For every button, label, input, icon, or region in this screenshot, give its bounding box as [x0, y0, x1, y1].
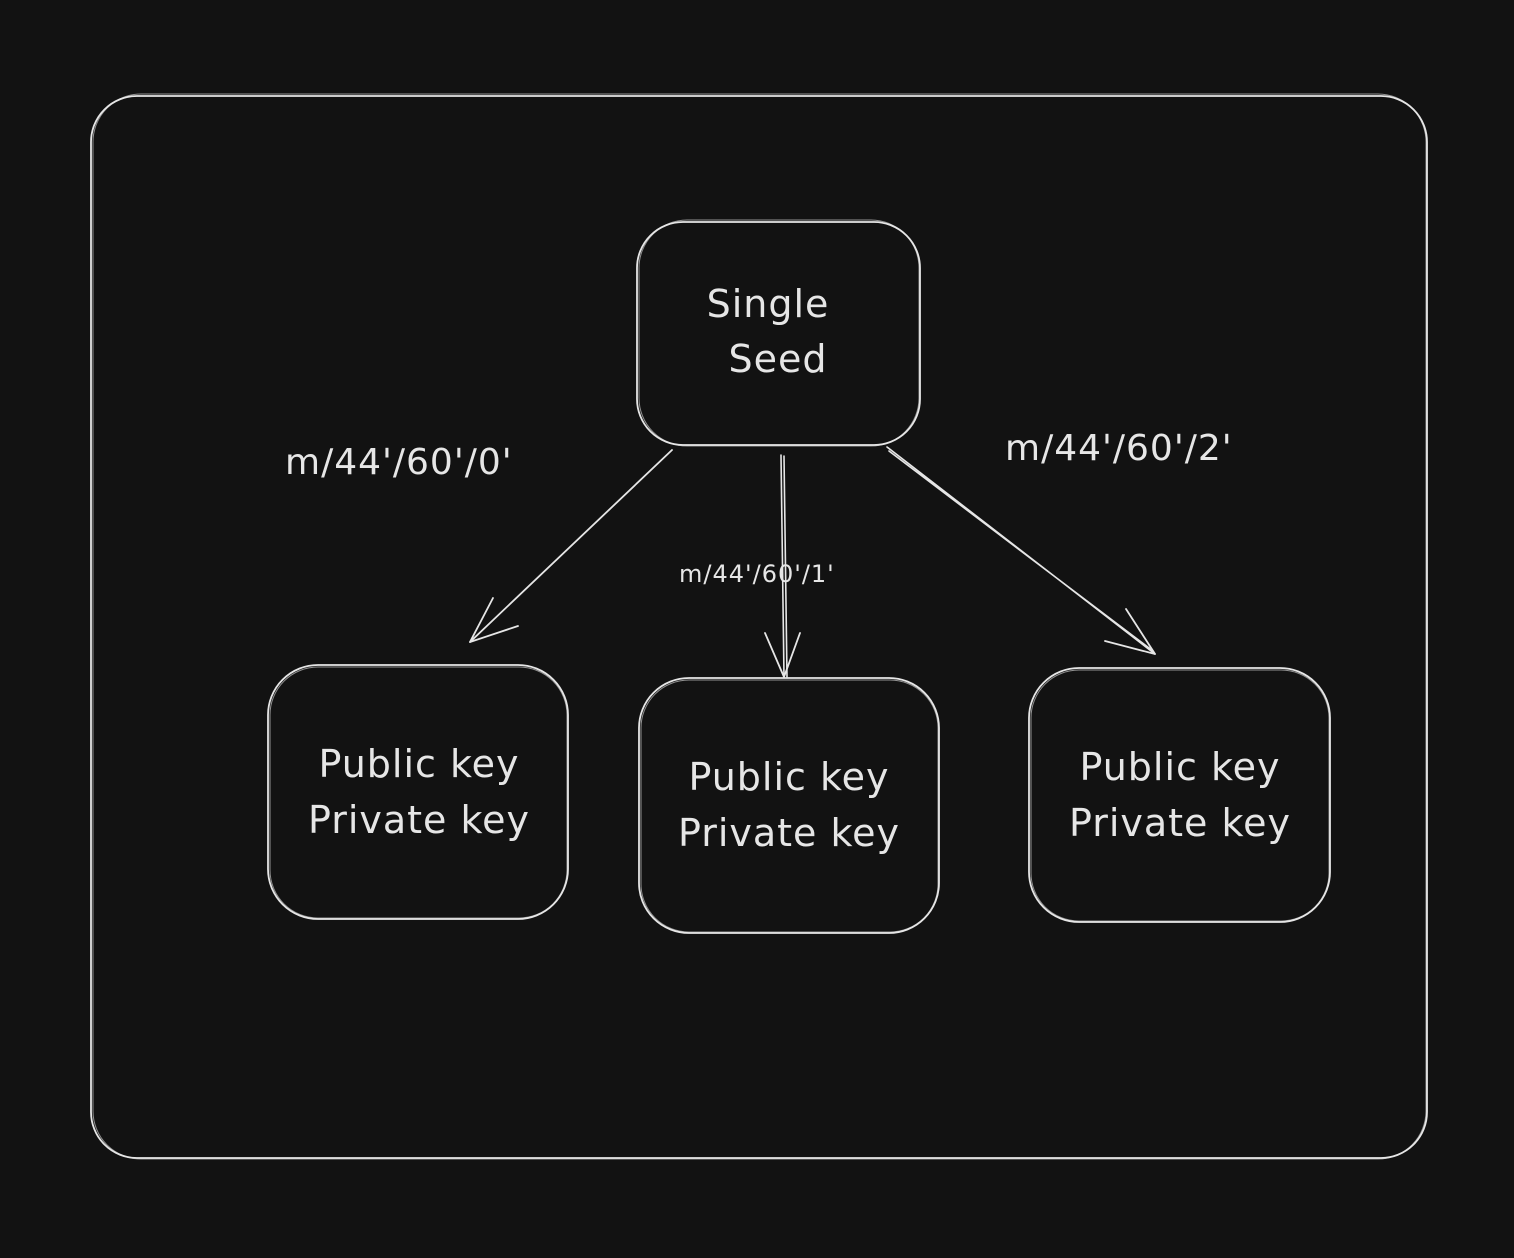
child-node-right-line2: Private key: [1069, 801, 1291, 845]
child-node-left: Public key Private key: [267, 664, 569, 920]
edge-label-right: m/44'/60'/2': [1005, 428, 1233, 469]
outer-frame: [90, 93, 1428, 1160]
child-node-middle-line1: Public key: [688, 755, 889, 799]
edge-label-middle: m/44'/60'/1': [679, 560, 835, 588]
arrow-to-right-child: [886, 446, 1156, 655]
child-node-right-line1: Public key: [1079, 745, 1280, 789]
child-node-middle: Public key Private key: [638, 677, 940, 934]
root-node-line2: Seed: [729, 337, 828, 381]
child-node-middle-line2: Private key: [678, 811, 900, 855]
root-node-line1: Single: [707, 282, 830, 326]
child-node-left-line2: Private key: [308, 798, 530, 842]
child-node-right: Public key Private key: [1028, 667, 1331, 923]
arrow-to-left-child: [469, 449, 673, 643]
arrow-to-middle-child: [764, 454, 801, 678]
root-node: Single Seed: [636, 219, 921, 447]
child-node-left-line1: Public key: [318, 742, 519, 786]
edge-label-left: m/44'/60'/0': [285, 442, 513, 483]
